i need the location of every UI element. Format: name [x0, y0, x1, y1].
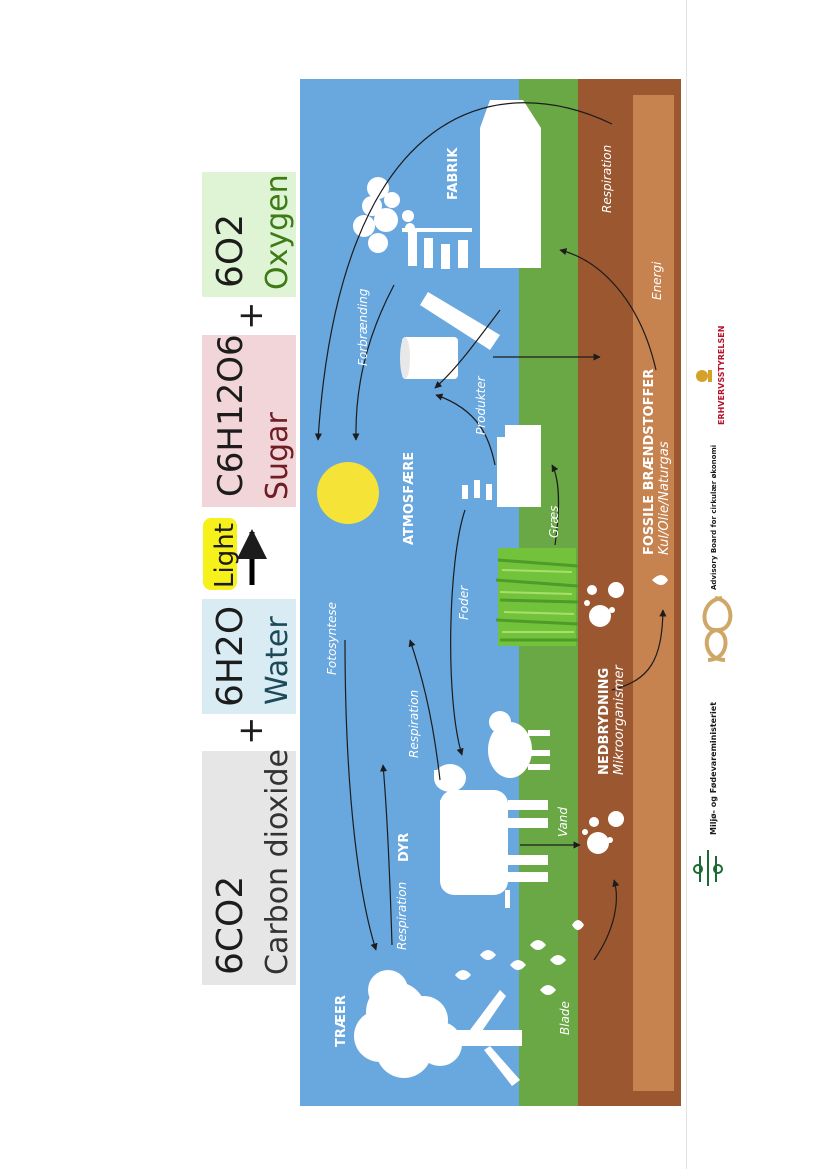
label-mikroorganismer: Mikroorganismer [612, 664, 627, 775]
water-formula: 6H2O [210, 606, 251, 707]
advisory-board-logo-icon [702, 596, 733, 662]
advisory-board-name: Advisory Board for cirkulær økonomi [710, 445, 718, 590]
label-respiration-animals: Respiration [407, 690, 421, 758]
ministry-crown-icon [693, 850, 723, 886]
label-fossile: FOSSILE BRÆNDSTOFFER [642, 369, 657, 555]
label-atmosfaere: ATMOSFÆRE [402, 452, 417, 545]
label-fotosyntese: Fotosyntese [325, 602, 339, 675]
plus-sign: + [231, 717, 271, 746]
label-energi: Energi [650, 261, 664, 300]
co2-formula: 6CO2 [210, 876, 251, 975]
page-margin-rule [686, 0, 687, 1169]
light-label: Light [210, 523, 240, 588]
label-foder: Foder [457, 585, 471, 620]
label-respiration-trees: Respiration [395, 882, 409, 950]
logos: Miljø- og Fødevareministeriet Advisory B… [693, 326, 733, 886]
tree-icon [354, 920, 584, 1086]
label-vand: Vand [556, 807, 570, 837]
label-dyr: DYR [397, 833, 412, 862]
erhverv-crown-icon [696, 370, 712, 382]
erhverv-name: ERHVERVSSTYRELSEN [717, 326, 726, 425]
factory-icon [353, 100, 541, 269]
label-graes: Græs [547, 506, 561, 538]
equation: 6CO2 Carbon dioxide + 6H2O Water Light C… [202, 172, 296, 985]
co2-name: Carbon dioxide [260, 749, 295, 975]
label-blade: Blade [558, 1001, 572, 1035]
oil-drop-icon [652, 575, 668, 585]
fossil-layer [633, 95, 674, 1091]
microorganism-icons [582, 582, 624, 854]
label-forbraending: Forbrænding [356, 288, 370, 366]
cycle-arrows [314, 102, 667, 961]
ministry-name: Miljø- og Fødevareministeriet [709, 702, 718, 835]
plus-sign: + [231, 302, 271, 331]
water-box [202, 599, 296, 714]
light-highlight [203, 518, 237, 590]
label-nedbrydning: NEDBRYDNING [597, 668, 612, 775]
water-name: Water [260, 616, 295, 705]
cow-icon [434, 764, 548, 908]
sheep-icon [488, 711, 550, 778]
sugar-box [202, 335, 296, 507]
label-traeer: TRÆER [334, 995, 349, 1047]
oxygen-box [202, 172, 296, 297]
grass-icon [495, 548, 579, 646]
sun-icon [317, 462, 379, 524]
sugar-formula: C6H12O6 [211, 334, 251, 497]
dairy-icon [462, 425, 541, 507]
sugar-name: Sugar [260, 412, 295, 500]
co2-box [202, 751, 296, 985]
label-fabrik: FABRIK [446, 147, 461, 200]
carbon-cycle: TRÆER DYR ATMOSFÆRE FABRIK NEDBRYDNING M… [300, 79, 681, 1106]
oxygen-formula: 6O2 [210, 214, 251, 288]
oxygen-name: Oxygen [260, 174, 295, 290]
label-produkter: Produkter [474, 375, 488, 435]
label-kul: Kul/Olie/Naturgas [657, 441, 672, 555]
label-respiration-ground: Respiration [600, 145, 614, 213]
